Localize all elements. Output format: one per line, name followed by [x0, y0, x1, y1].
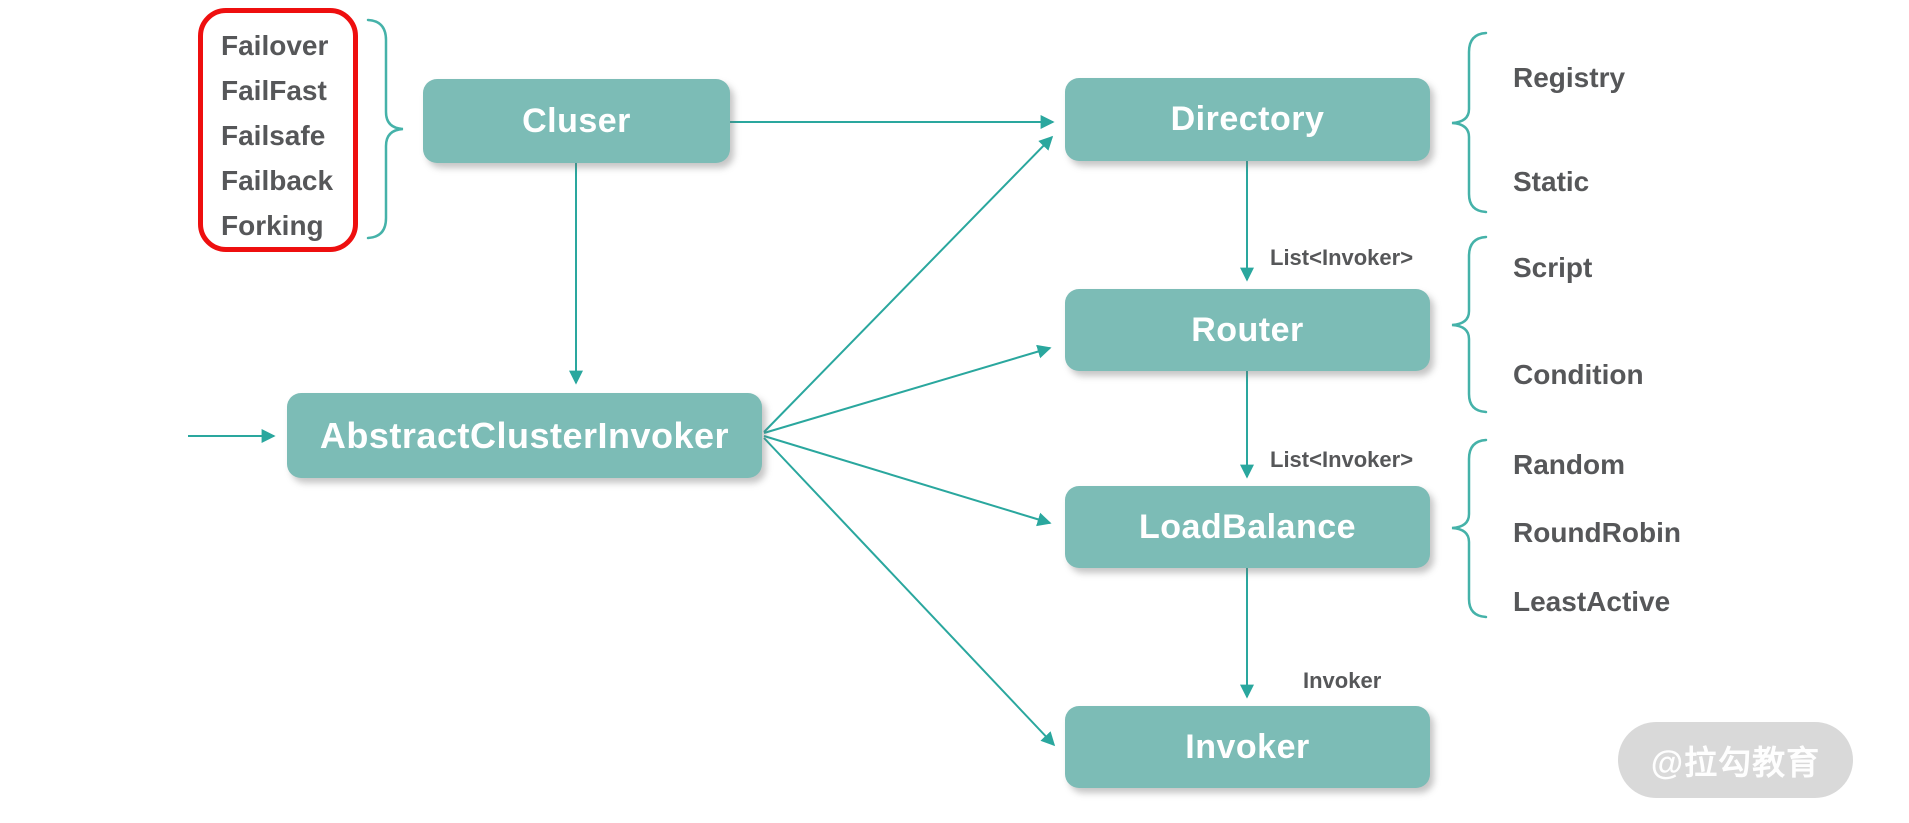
edge-label-list-invoker-2: List<Invoker> — [1270, 447, 1414, 472]
loadbalance-type-leastactive: LeastActive — [1513, 586, 1671, 617]
loadbalance-type-roundrobin: RoundRobin — [1513, 517, 1681, 548]
node-router: Router — [1065, 289, 1430, 371]
directory-type-registry: Registry — [1513, 62, 1626, 93]
directory-type-static: Static — [1513, 166, 1590, 197]
node-cluser: Cluser — [423, 79, 730, 163]
node-load-balance: LoadBalance — [1065, 486, 1430, 568]
fault-strategy-item: FailFast — [221, 75, 327, 106]
edge-label-invoker: Invoker — [1303, 668, 1382, 693]
node-invoker: Invoker — [1065, 706, 1430, 788]
brace-loadbalance-types — [1451, 438, 1488, 619]
fault-strategy-item: Failsafe — [221, 120, 326, 151]
arrow-abstractclusterinvoker-to-loadbalance — [763, 435, 1052, 527]
node-directory: Directory — [1065, 78, 1430, 161]
brace-faultstrategies-to-cluser — [366, 18, 404, 240]
fault-strategy-list: Failover FailFast Failsafe Failback Fork… — [198, 8, 358, 252]
loadbalance-type-random: Random — [1513, 449, 1625, 480]
arrow-abstractclusterinvoker-to-directory — [763, 135, 1054, 433]
watermark-badge: @拉勾教育 — [1618, 722, 1853, 798]
router-type-condition: Condition — [1513, 359, 1644, 390]
fault-strategy-item: Forking — [221, 210, 324, 241]
fault-strategy-item: Failback — [221, 165, 334, 196]
edge-label-list-invoker-1: List<Invoker> — [1270, 245, 1414, 270]
fault-strategy-item: Failover — [221, 30, 329, 61]
router-type-script: Script — [1513, 252, 1593, 283]
arrow-abstractclusterinvoker-to-invoker — [763, 437, 1056, 747]
node-abstract-cluster-invoker: AbstractClusterInvoker — [287, 393, 762, 478]
brace-router-types — [1451, 235, 1488, 414]
brace-directory-types — [1451, 31, 1488, 214]
arrow-abstractclusterinvoker-to-router — [763, 344, 1052, 434]
